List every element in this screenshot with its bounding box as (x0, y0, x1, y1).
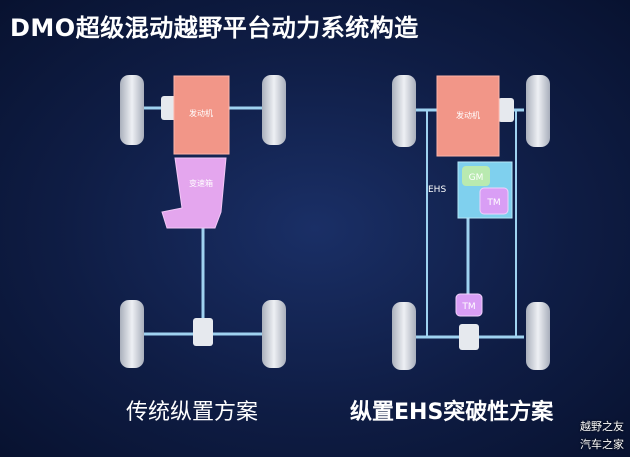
tm-front-label: TM (486, 198, 500, 208)
ehs-label: EHS (428, 185, 446, 195)
traditional-caption: 传统纵置方案 (126, 400, 259, 425)
engine-label: 发动机 (189, 108, 213, 118)
traditional-layout: 发动机 变速箱 (120, 75, 286, 368)
ehs-engine-block (436, 75, 500, 157)
engine-block (173, 75, 230, 155)
watermark-line-1: 越野之友 (580, 420, 624, 433)
ehs-front-left-wheel (392, 75, 416, 147)
ehs-layout: 发动机 EHS GM TM TM (392, 75, 550, 370)
ehs-rear-left-wheel (392, 302, 416, 370)
ehs-front-differential (498, 98, 514, 122)
ehs-caption: 纵置EHS突破性方案 (350, 400, 554, 425)
rear-right-wheel (262, 300, 286, 368)
gm-motor (462, 166, 490, 186)
front-differential (161, 96, 177, 120)
watermark-line-2: 汽车之家 (580, 438, 624, 451)
ehs-rear-differential (459, 324, 479, 350)
tm-rear-label: TM (461, 302, 475, 312)
rear-differential (193, 318, 213, 346)
transmission-label: 变速箱 (189, 178, 213, 188)
rear-left-wheel (120, 300, 144, 368)
front-left-wheel (120, 75, 144, 145)
transmission-block (161, 157, 227, 229)
front-right-wheel (262, 75, 286, 145)
ehs-engine-label: 发动机 (456, 110, 480, 120)
tm-rear-motor (455, 293, 483, 317)
slide-title: DMO超级混动越野平台动力系统构造 (10, 14, 419, 42)
ehs-rear-right-wheel (526, 302, 550, 370)
tm-front-motor (479, 187, 509, 215)
gm-label: GM (469, 173, 484, 183)
ehs-front-right-wheel (526, 75, 550, 147)
